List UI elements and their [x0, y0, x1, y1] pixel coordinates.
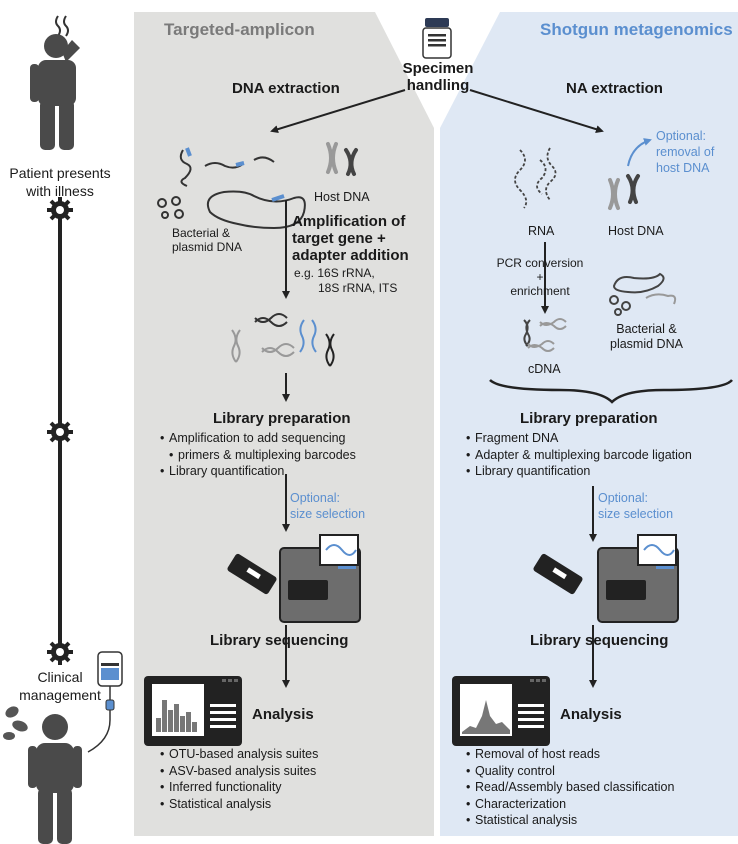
cdna-icon — [523, 318, 567, 352]
optional-host-line1: Optional: — [656, 129, 707, 143]
bacterial-line2: plasmid DNA — [610, 337, 683, 351]
list-item: OTU-based analysis suites — [160, 746, 318, 763]
clinical-management-label: Clinical management — [0, 668, 120, 704]
list-item: Read/Assembly based classification — [466, 779, 674, 796]
library-prep-list-left: Amplification to add sequencing primers … — [160, 430, 356, 480]
amplification-label: Amplification of target gene + adapter a… — [292, 213, 409, 264]
list-item: Characterization — [466, 796, 674, 813]
analysis-monitor-icon — [144, 676, 242, 746]
host-chromosome-icon — [608, 174, 640, 210]
optional-size-selection-right: Optional: size selection — [598, 490, 673, 522]
bacterial-line1: Bacterial & — [616, 322, 677, 336]
amplification-examples: e.g. 16S rRNA, 18S rRNA, ITS — [294, 266, 397, 296]
bacterial-plasmid-label-right: Bacterial & plasmid DNA — [610, 322, 683, 352]
optional-line2: size selection — [598, 507, 674, 521]
amplicons-icon — [231, 313, 335, 367]
eg-line2: 18S rRNA, ITS — [318, 281, 398, 295]
list-item: Quality control — [466, 763, 674, 780]
iv-bag-icon — [87, 651, 123, 753]
bacterial-dna-icon — [609, 272, 677, 316]
host-dna-label-right: Host DNA — [608, 224, 664, 238]
library-sequencing-title-left: Library sequencing — [210, 632, 349, 649]
optional-line2: size selection — [290, 507, 366, 521]
list-item: Removal of host reads — [466, 746, 674, 763]
analysis-list-left: OTU-based analysis suites ASV-based anal… — [160, 746, 318, 812]
benchtop-sequencer-icon — [597, 534, 679, 623]
targeted-amplicon-title: Targeted-amplicon — [164, 20, 315, 39]
target-gene-region-marks — [185, 147, 285, 202]
list-item: Adapter & multiplexing barcode ligation — [466, 447, 692, 464]
brace-merge — [489, 379, 733, 404]
shotgun-metagenomics-title: Shotgun metagenomics — [540, 20, 733, 39]
amp-line3: adapter addition — [292, 247, 409, 264]
amp-line1: Amplification of — [292, 213, 406, 230]
clinical-line2: management — [19, 687, 101, 703]
timeline-gear-icon — [47, 639, 73, 665]
library-prep-title-left: Library preparation — [213, 410, 351, 427]
patient-presents-label: Patient presents with illness — [0, 164, 120, 200]
analysis-monitor-icon — [452, 676, 550, 746]
optional-line1: Optional: — [598, 491, 649, 505]
timeline-gear-icon — [47, 197, 73, 223]
benchtop-sequencer-icon — [279, 534, 361, 623]
list-item: Library quantification — [160, 463, 356, 480]
pills-icon — [3, 706, 28, 740]
bacterial-line2: plasmid DNA — [172, 240, 243, 254]
analysis-title-left: Analysis — [252, 706, 314, 723]
list-item-continuation: primers & multiplexing barcodes — [178, 447, 356, 462]
specimen-jar-icon — [422, 18, 452, 59]
pcr-line2: + — [536, 270, 544, 284]
analysis-title-right: Analysis — [560, 706, 622, 723]
library-prep-list-right: Fragment DNA Adapter & multiplexing barc… — [466, 430, 692, 480]
targeted-amplicon-panel — [134, 12, 434, 836]
list-item: primers & multiplexing barcodes — [160, 447, 356, 464]
sick-patient-icon — [30, 15, 80, 150]
eg-line1: e.g. 16S rRNA, — [294, 266, 375, 280]
specimen-handling-label: Specimen handling — [398, 60, 478, 94]
treated-patient-icon — [28, 714, 82, 844]
list-item: Fragment DNA — [466, 430, 692, 447]
list-item: ASV-based analysis suites — [160, 763, 318, 780]
list-item: Library quantification — [466, 463, 692, 480]
handheld-sequencer-icon — [533, 553, 583, 595]
rna-strands-icon — [514, 147, 557, 209]
amp-line2: target gene + — [292, 230, 386, 247]
host-dna-label-left: Host DNA — [314, 190, 370, 204]
list-item: Statistical analysis — [466, 812, 674, 829]
timeline-gear-icon — [47, 419, 73, 445]
optional-line1: Optional: — [290, 491, 341, 505]
cdna-label: cDNA — [528, 362, 561, 376]
specimen-line2: handling — [406, 77, 470, 94]
arrow-to-dna-extraction — [270, 89, 406, 134]
pcr-line3: enrichment — [510, 284, 570, 298]
list-item: Amplification to add sequencing — [160, 430, 356, 447]
patient-line1: Patient presents — [9, 165, 111, 181]
optional-size-selection-left: Optional: size selection — [290, 490, 365, 522]
handheld-sequencer-icon — [227, 553, 277, 595]
bacterial-line1: Bacterial & — [172, 226, 231, 240]
library-prep-title-right: Library preparation — [520, 410, 658, 427]
shotgun-panel — [440, 12, 738, 836]
pcr-conversion-label: PCR conversion + enrichment — [480, 256, 600, 298]
arrow-host-removal — [627, 138, 652, 167]
rna-label: RNA — [528, 224, 555, 238]
list-item: Statistical analysis — [160, 796, 318, 813]
clinical-line1: Clinical — [37, 669, 83, 685]
optional-host-removal-label: Optional: removal of host DNA — [656, 128, 714, 176]
optional-host-line3: host DNA — [656, 161, 710, 175]
dna-fragments-icon — [157, 149, 306, 230]
list-item: Inferred functionality — [160, 779, 318, 796]
arrow-to-na-extraction — [469, 89, 604, 134]
analysis-list-right: Removal of host reads Quality control Re… — [466, 746, 674, 829]
host-chromosome-icon — [326, 142, 358, 176]
library-sequencing-title-right: Library sequencing — [530, 632, 669, 649]
optional-host-line2: removal of — [656, 145, 715, 159]
dna-extraction-label: DNA extraction — [232, 80, 340, 97]
na-extraction-label: NA extraction — [566, 80, 663, 97]
patient-line2: with illness — [26, 183, 94, 199]
specimen-line1: Specimen — [402, 60, 474, 77]
pcr-line1: PCR conversion — [496, 256, 584, 270]
bacterial-plasmid-label-left: Bacterial & plasmid DNA — [172, 226, 242, 254]
